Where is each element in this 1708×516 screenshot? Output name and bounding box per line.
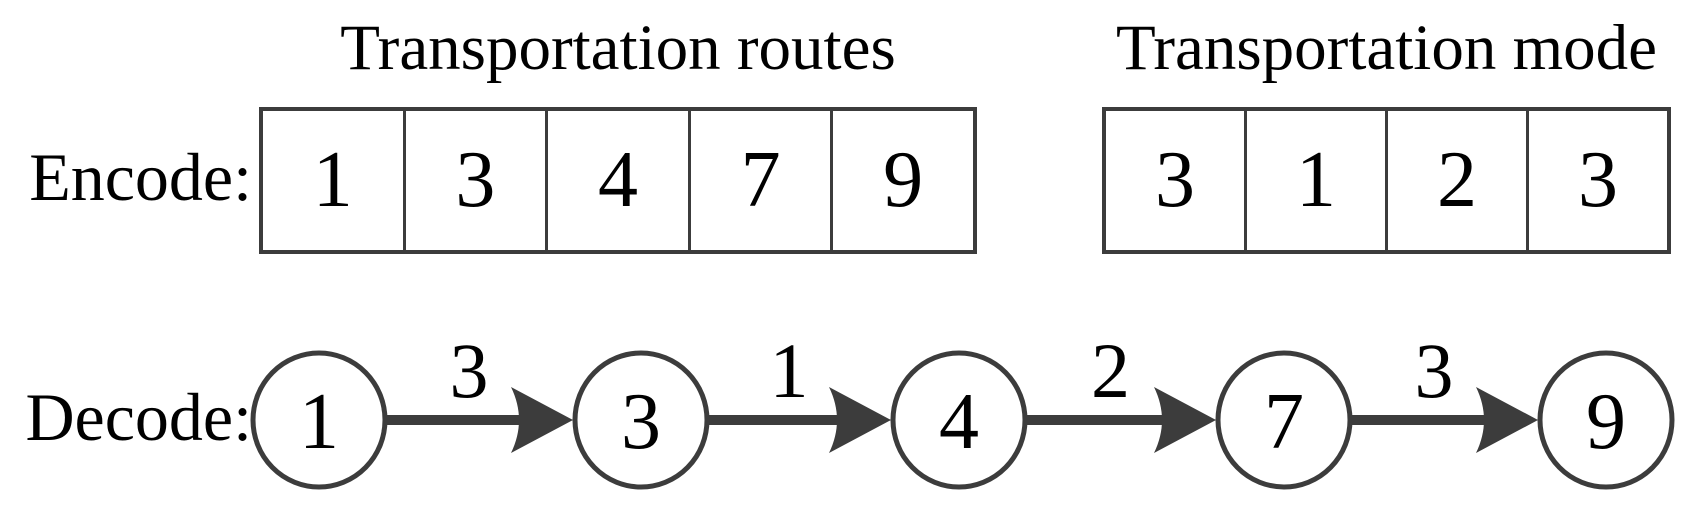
encode-label: Encode:: [29, 139, 252, 215]
mode-table-cell: 3: [1526, 111, 1667, 250]
decode-node-circle: [1215, 350, 1353, 490]
mode-table-title: Transportation mode: [1115, 12, 1658, 84]
mode-table-cell: 3: [1155, 136, 1195, 224]
decode-node-label: 3: [621, 378, 661, 466]
routes-table-cell: 3: [402, 111, 546, 250]
decode-node-label: 4: [939, 378, 979, 466]
decode-arrowhead-icon: [1476, 387, 1538, 453]
decode-arrowhead-icon: [511, 387, 573, 453]
decode-edge-label: 1: [770, 327, 809, 414]
decode-arrowhead-icon: [1154, 387, 1216, 453]
decode-node-label: 9: [1586, 378, 1626, 466]
decode-node-label: 1: [299, 378, 339, 466]
decode-edge-label: 3: [450, 327, 489, 414]
decode-node-circle: [250, 350, 388, 490]
decode-node-circle: [572, 350, 710, 490]
decode-node-circle: [1537, 350, 1675, 490]
decode-arrowhead-icon: [829, 387, 891, 453]
decode-label: Decode:: [25, 379, 252, 455]
mode-table-cell: 2: [1385, 111, 1526, 250]
decode-node-label: 7: [1264, 378, 1304, 466]
routes-table-cell: 4: [545, 111, 688, 250]
routes-table-title: Transportation routes: [340, 12, 896, 84]
decode-edge-label: 2: [1091, 327, 1130, 414]
routes-table-cell: 7: [687, 111, 831, 250]
routes-table-cell: 1: [312, 136, 353, 224]
decode-edge-label: 3: [1415, 327, 1454, 414]
mode-table-cell: 1: [1244, 111, 1385, 250]
routes-table-cell: 9: [830, 111, 973, 250]
decode-node-circle: [890, 350, 1028, 490]
